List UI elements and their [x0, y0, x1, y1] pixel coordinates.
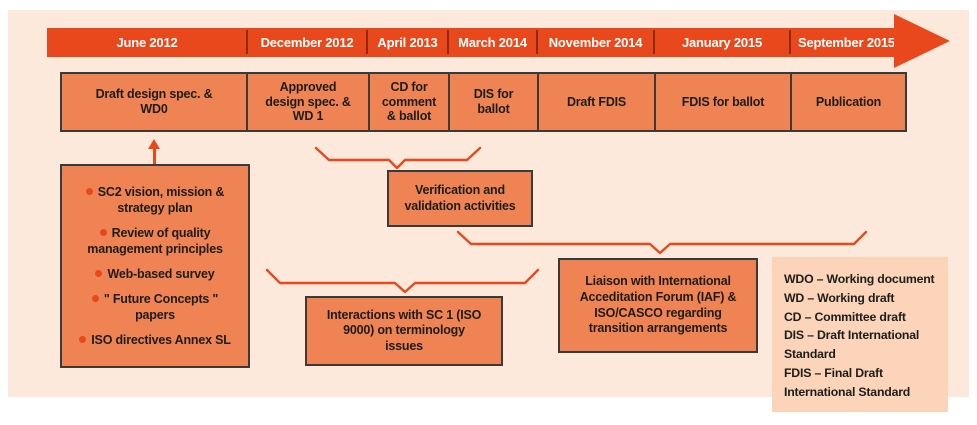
liaison-iaf-box: Liaison with International Acceditation … — [558, 258, 758, 353]
legend-item: DIS – Draft International Standard — [784, 326, 940, 364]
timeline-date-bar: June 2012 December 2012 April 2013 March… — [47, 28, 903, 57]
verification-activities-box: Verification and validation activities — [387, 170, 533, 227]
date-label: September 2015 — [789, 28, 903, 57]
milestone-box: FDIS for ballot — [654, 72, 792, 132]
brace-icon — [265, 268, 540, 294]
legend-abbr: WDO — [784, 272, 814, 286]
list-item-label: " Future Concepts " papers — [103, 292, 219, 322]
milestone-box: Publication — [790, 72, 907, 132]
bullet-icon — [85, 188, 93, 195]
milestone-label: CD for comment & ballot — [381, 79, 437, 124]
milestone-box: CD for comment & ballot — [368, 72, 450, 132]
interactions-sc1-box: Interactions with SC 1 (ISO 9000) on ter… — [305, 296, 503, 366]
milestone-box: Draft FDIS — [537, 72, 656, 132]
interactions-sc1-label: Interactions with SC 1 (ISO 9000) on ter… — [326, 307, 482, 353]
up-arrow-head — [148, 139, 160, 149]
brace-icon — [314, 146, 482, 170]
liaison-iaf-label: Liaison with International Acceditation … — [579, 274, 737, 336]
legend-item: WDO – Working document — [784, 270, 940, 289]
date-label: March 2014 — [447, 28, 537, 57]
timeline-arrowhead-icon — [894, 14, 950, 68]
list-item: Web-based survey — [71, 266, 239, 282]
date-label: November 2014 — [536, 28, 654, 57]
list-item: SC2 vision, mission & strategy plan — [71, 184, 239, 216]
milestone-label: Approved design spec. & WD 1 — [265, 79, 351, 124]
legend-desc: – Working document — [816, 272, 935, 286]
up-arrow-stem — [153, 147, 156, 164]
brace-icon — [456, 230, 868, 255]
legend-item: FDIS – Final Draft International Standar… — [784, 364, 940, 402]
date-label: April 2013 — [366, 28, 448, 57]
bullet-icon — [95, 270, 103, 277]
legend-abbr: FDIS — [784, 366, 812, 381]
legend-desc: – Committee draft — [804, 309, 906, 324]
up-arrow-icon — [148, 139, 161, 164]
abbreviations-legend: WDO – Working document WD – Working draf… — [772, 257, 948, 412]
list-item: " Future Concepts " papers — [71, 291, 239, 323]
legend-item: CD – Committee draft — [784, 308, 940, 327]
date-label: December 2012 — [246, 28, 367, 57]
legend-abbr: WD — [784, 290, 805, 305]
milestone-label: Publication — [815, 94, 882, 109]
list-item-label: Review of quality management principles — [87, 226, 223, 256]
milestone-label: DIS for ballot — [473, 87, 514, 116]
date-label: January 2015 — [653, 28, 790, 57]
list-item: Review of quality management principles — [71, 225, 239, 257]
milestone-label: Draft FDIS — [566, 94, 627, 109]
legend-desc: – Final Draft International Standard — [784, 366, 911, 399]
milestone-box: Draft design spec. & WD0 — [60, 72, 248, 132]
bullet-icon — [79, 336, 87, 343]
list-item-label: Web-based survey — [107, 267, 215, 281]
milestone-box: Approved design spec. & WD 1 — [246, 72, 370, 132]
sc2-activities-box: SC2 vision, mission & strategy plan Revi… — [60, 164, 250, 368]
legend-abbr: DIS — [784, 328, 804, 343]
milestone-row: Draft design spec. & WD0 Approved design… — [60, 72, 907, 132]
legend-abbr: CD — [784, 309, 802, 324]
milestone-box: DIS for ballot — [448, 72, 539, 132]
list-item: ISO directives Annex SL — [71, 332, 239, 348]
date-label: June 2012 — [116, 35, 178, 50]
milestone-label: Draft design spec. & WD0 — [95, 87, 213, 116]
legend-item: WD – Working draft — [784, 289, 940, 308]
verification-activities-label: Verification and validation activities — [404, 182, 516, 213]
bullet-icon — [91, 295, 99, 302]
list-item-label: SC2 vision, mission & strategy plan — [97, 185, 225, 215]
list-item-label: ISO directives Annex SL — [91, 333, 231, 347]
milestone-label: FDIS for ballot — [681, 94, 765, 109]
legend-desc: – Working draft — [807, 290, 895, 305]
bullet-icon — [99, 229, 107, 236]
legend-desc: – Draft International Standard — [784, 328, 920, 362]
